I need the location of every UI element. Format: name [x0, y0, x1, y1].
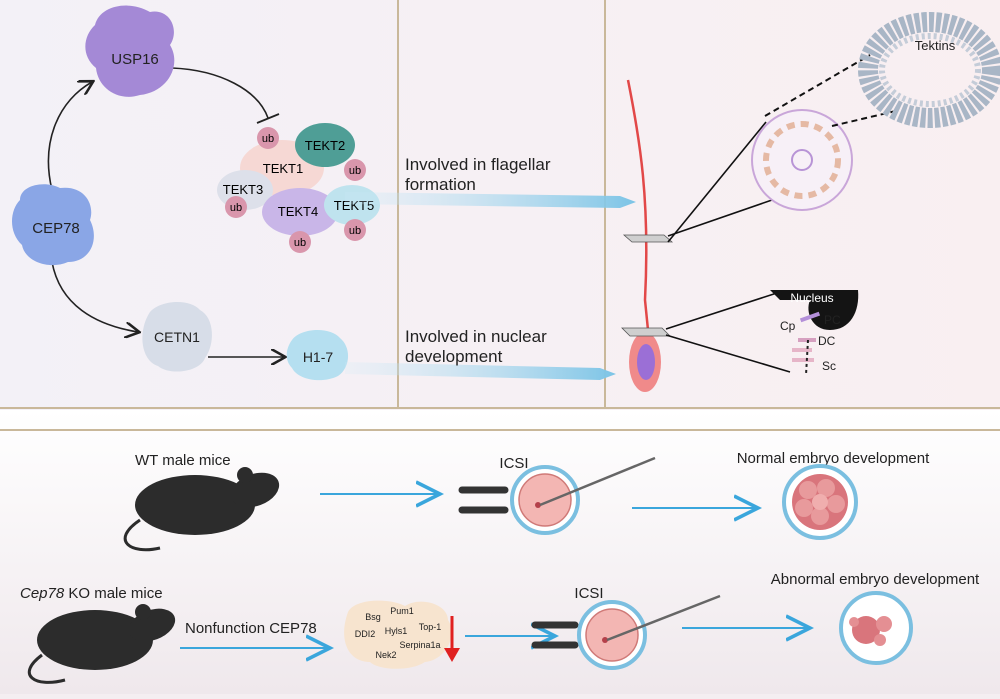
- gene-top1: Top-1: [419, 622, 442, 632]
- cetn1-protein: CETN1: [142, 301, 212, 372]
- h17-protein: H1-7: [286, 329, 349, 381]
- gene-ddi2: DDI2: [355, 629, 376, 639]
- tektins-structure-icon: Tektins: [858, 12, 1000, 128]
- ub-label-5: ub: [349, 225, 361, 237]
- nuclear-big-arrow: [345, 362, 616, 380]
- tekt2-label: TEKT2: [305, 138, 345, 153]
- flagellar-text-line2: formation: [405, 175, 476, 194]
- arrow-cep78-to-usp16: [47, 82, 92, 191]
- nucleus-label: Nucleus: [790, 291, 833, 305]
- icsi-label-ko: ICSI: [574, 585, 603, 602]
- flagellar-text-line1: Involved in flagellar: [405, 155, 551, 174]
- wt-mice-label: WT male mice: [135, 452, 231, 469]
- tektins-label: Tektins: [915, 38, 956, 53]
- gene-serpina1a: Serpina1a: [399, 640, 440, 650]
- gene-hyls1: Hyls1: [385, 626, 408, 636]
- bottom-panel-background: [0, 410, 1000, 694]
- centriole-structure-icon: Nucleus PC Cp DC Sc: [770, 290, 859, 376]
- gene-nek2: Nek2: [375, 650, 396, 660]
- usp16-label: USP16: [111, 51, 159, 68]
- cetn1-label: CETN1: [154, 329, 200, 345]
- ub-label-2: ub: [349, 165, 361, 177]
- ko-mice-label-italic: Cep78: [20, 585, 65, 602]
- cep78-protein: CEP78: [12, 184, 94, 266]
- wt-mouse-icon: [123, 467, 280, 552]
- inhibit-usp16-to-tekts: [171, 67, 269, 119]
- h17-label: H1-7: [303, 349, 334, 365]
- tekt1-label: TEKT1: [263, 161, 303, 176]
- ub-label-1: ub: [262, 133, 274, 145]
- dc-label: DC: [818, 334, 836, 348]
- ub-label-4: ub: [294, 237, 306, 249]
- icsi-label-wt: ICSI: [499, 455, 528, 472]
- nuclear-text-line2: development: [405, 347, 503, 366]
- ub-label-3: ub: [230, 202, 242, 214]
- abnormal-embryo-icon: [839, 591, 913, 665]
- cp-label: Cp: [780, 319, 796, 333]
- abnormal-embryo-label: Abnormal embryo development: [771, 571, 980, 588]
- ko-mice-label-rest: KO male mice: [64, 585, 162, 602]
- gene-bsg: Bsg: [365, 612, 381, 622]
- sc-label: Sc: [822, 359, 836, 373]
- sperm-cell-icon: [621, 79, 791, 392]
- usp16-protein: USP16: [85, 5, 175, 97]
- oocyte-icon-wt: [458, 456, 656, 535]
- tektin-complex: ub ub ub ub ub TEKT1 TEKT2 TEKT3 TEKT4 T…: [217, 123, 380, 253]
- oocyte-icon-ko: [531, 594, 721, 670]
- nuclear-text-line1: Involved in nuclear: [405, 327, 547, 346]
- down-arrow-icon: [444, 616, 460, 662]
- axoneme-cross-section-icon: [751, 54, 901, 211]
- ko-mouse-icon: [27, 604, 176, 684]
- gene-pum1: Pum1: [390, 606, 414, 616]
- arrow-cep78-to-cetn1: [51, 261, 138, 332]
- normal-embryo-icon: [782, 464, 858, 540]
- nonfunction-label: Nonfunction CEP78: [185, 620, 317, 637]
- ko-mice-label: Cep78 KO male mice: [20, 585, 163, 602]
- inhibit-bar: [256, 113, 280, 124]
- normal-embryo-label: Normal embryo development: [737, 450, 930, 467]
- gene-cluster: Bsg Pum1 DDI2 Hyls1 Top-1 Serpina1a Nek2: [344, 600, 452, 669]
- tekt3-label: TEKT3: [223, 182, 263, 197]
- cep78-label: CEP78: [32, 220, 80, 237]
- flagellar-big-arrow: [345, 192, 636, 208]
- tekt4-label: TEKT4: [278, 204, 318, 219]
- pc-label: PC: [824, 313, 841, 327]
